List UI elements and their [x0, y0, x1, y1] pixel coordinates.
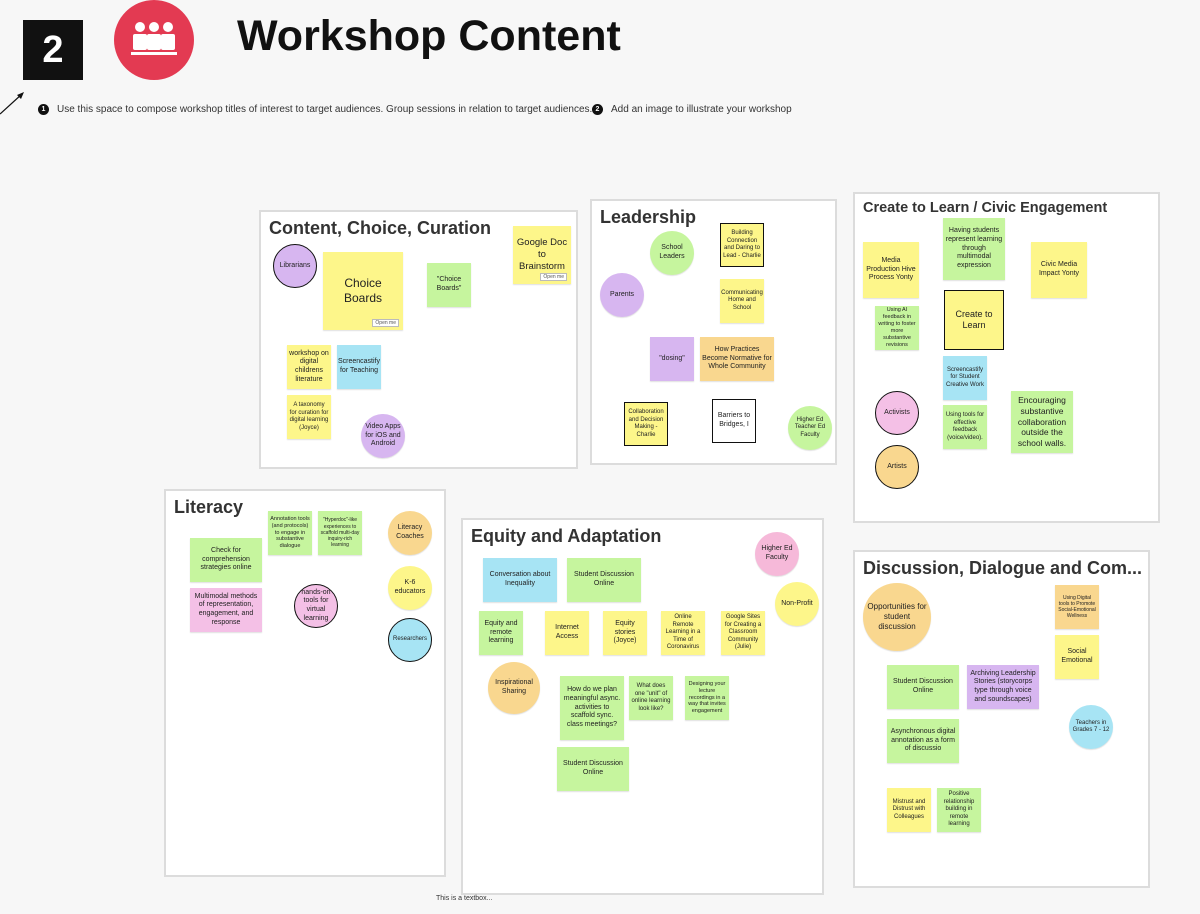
sticky-note[interactable]: Asynchronous digital annotation as a for…: [887, 719, 959, 763]
sticky-note[interactable]: workshop on digital childrens literature: [287, 345, 331, 389]
sticky-note[interactable]: How Practices Become Normative for Whole…: [700, 337, 774, 381]
open-me-button[interactable]: Open me: [372, 318, 399, 327]
frame-content-choice-curation[interactable]: Content, Choice, Curation Librarians Cho…: [259, 210, 578, 469]
sticky-note[interactable]: Higher Ed Faculty: [755, 532, 799, 576]
sticky-note[interactable]: Choice Boards Open me: [323, 252, 403, 330]
sticky-note[interactable]: Having students represent learning throu…: [943, 218, 1005, 280]
frame-title: Discussion, Dialogue and Com...: [863, 558, 1143, 578]
sticky-note[interactable]: Civic Media Impact Yonty: [1031, 242, 1087, 298]
frame-create-to-learn[interactable]: Create to Learn / Civic Engagement Media…: [853, 192, 1160, 523]
sticky-note[interactable]: Google Sites for Creating a Classroom Co…: [721, 611, 765, 655]
instruction-2-number: 2: [592, 104, 603, 115]
frame-leadership[interactable]: Leadership School Leaders Building Conne…: [590, 199, 837, 465]
sticky-note[interactable]: Using Digital tools to Promote Social-Em…: [1055, 585, 1099, 629]
frame-literacy[interactable]: Literacy Annotation tools (and protocols…: [164, 489, 446, 877]
sticky-note[interactable]: Opportunities for student discussion: [863, 583, 931, 651]
footer-textbox[interactable]: This is a textbox...: [436, 895, 493, 902]
sticky-note[interactable]: Social Emotional: [1055, 635, 1099, 679]
sticky-note[interactable]: Video Apps for iOS and Android: [361, 414, 405, 458]
sticky-note[interactable]: Artists: [875, 445, 919, 489]
sticky-note[interactable]: Positive relationship building in remote…: [937, 788, 981, 832]
sticky-note[interactable]: "Hyperdoc"-like experiences to scaffold …: [318, 511, 362, 555]
sticky-note[interactable]: "Choice Boards": [427, 263, 471, 307]
sticky-note[interactable]: Conversation about Inequality: [483, 558, 557, 602]
sticky-note[interactable]: Parents: [600, 273, 644, 317]
note-text: Google Doc to Brainstorm: [516, 237, 568, 272]
sticky-note[interactable]: Multimodal methods of representation, en…: [190, 588, 262, 632]
note-text: Choice Boards: [343, 276, 383, 305]
frame-title: Leadership: [600, 207, 697, 227]
sticky-note[interactable]: Literacy Coaches: [388, 511, 432, 555]
instruction-2-text: Add an image to illustrate your workshop: [611, 104, 792, 115]
sticky-note[interactable]: Higher Ed Teacher Ed Faculty: [788, 406, 832, 450]
sticky-note[interactable]: Internet Access: [545, 611, 589, 655]
instruction-2: 2 Add an image to illustrate your worksh…: [592, 104, 792, 115]
sticky-note[interactable]: Communicating Home and School: [720, 279, 764, 323]
sticky-note[interactable]: Building Connection and Daring to Lead -…: [720, 223, 764, 267]
sticky-note[interactable]: Researchers: [388, 618, 432, 662]
sticky-note[interactable]: Online Remote Learning in a Time of Coro…: [661, 611, 705, 655]
sticky-note[interactable]: Student Discussion Online: [557, 747, 629, 791]
instruction-1-text: Use this space to compose workshop title…: [57, 104, 593, 115]
sticky-note[interactable]: hands-on tools for virtual learning: [294, 584, 338, 628]
sticky-note[interactable]: A taxonomy for curation for digital lear…: [287, 395, 331, 439]
sticky-note[interactable]: K-6 educators: [388, 566, 432, 610]
sticky-note[interactable]: "dosing": [650, 337, 694, 381]
frame-title: Content, Choice, Curation: [269, 218, 491, 238]
sticky-note[interactable]: Non-Profit: [775, 582, 819, 626]
sticky-note[interactable]: Encouraging substantive collaboration ou…: [1011, 391, 1073, 453]
sticky-note[interactable]: Student Discussion Online: [567, 558, 641, 602]
sticky-note[interactable]: Activists: [875, 391, 919, 435]
frame-title: Literacy: [174, 497, 244, 517]
sticky-note[interactable]: Archiving Leadership Stories (storycorps…: [967, 665, 1039, 709]
sticky-note[interactable]: How do we plan meaningful async. activit…: [560, 676, 624, 740]
frame-title: Create to Learn / Civic Engagement: [863, 200, 1108, 216]
sticky-note[interactable]: Barriers to Bridges, I: [712, 399, 756, 443]
sticky-note[interactable]: Equity and remote learning: [479, 611, 523, 655]
sticky-note[interactable]: Google Doc to Brainstorm Open me: [513, 226, 571, 284]
sticky-note[interactable]: Librarians: [273, 244, 317, 288]
arrow-icon: [0, 92, 24, 115]
open-me-button[interactable]: Open me: [540, 272, 567, 281]
step-number-badge: 2: [23, 20, 83, 80]
sticky-note[interactable]: Annotation tools (and protocols) to enga…: [268, 511, 312, 555]
sticky-note[interactable]: Using AI feedback in writing to foster m…: [875, 306, 919, 350]
sticky-note[interactable]: What does one "unit" of online learning …: [629, 676, 673, 720]
frame-title: Equity and Adaptation: [471, 526, 662, 546]
sticky-note[interactable]: Create to Learn: [944, 290, 1004, 350]
sticky-note[interactable]: Check for comprehension strategies onlin…: [190, 538, 262, 582]
sticky-note[interactable]: Using tools for effective feedback (voic…: [943, 405, 987, 449]
sticky-note[interactable]: Collaboration and Decision Making - Char…: [624, 402, 668, 446]
sticky-note[interactable]: Student Discussion Online: [887, 665, 959, 709]
sticky-note[interactable]: Media Production Hive Process Yonty: [863, 242, 919, 298]
sticky-note[interactable]: Inspirational Sharing: [488, 662, 540, 714]
instruction-1-number: 1: [38, 104, 49, 115]
frame-discussion-dialogue[interactable]: Discussion, Dialogue and Com... Opportun…: [853, 550, 1150, 888]
sticky-note[interactable]: School Leaders: [650, 231, 694, 275]
page-title: Workshop Content: [237, 12, 621, 60]
sticky-note[interactable]: Screencastify for Teaching: [337, 345, 381, 389]
sticky-note[interactable]: Screencastify for Student Creative Work: [943, 356, 987, 400]
frame-equity-adaptation[interactable]: Equity and Adaptation Higher Ed Faculty …: [461, 518, 824, 895]
group-people-icon: [114, 0, 194, 80]
sticky-note[interactable]: Designing your lecture recordings in a w…: [685, 676, 729, 720]
sticky-note[interactable]: Mistrust and Distrust with Colleagues: [887, 788, 931, 832]
sticky-note[interactable]: Teachers in Grades 7 - 12: [1069, 705, 1113, 749]
sticky-note[interactable]: Equity stories (Joyce): [603, 611, 647, 655]
instruction-1: 1 Use this space to compose workshop tit…: [38, 104, 592, 115]
